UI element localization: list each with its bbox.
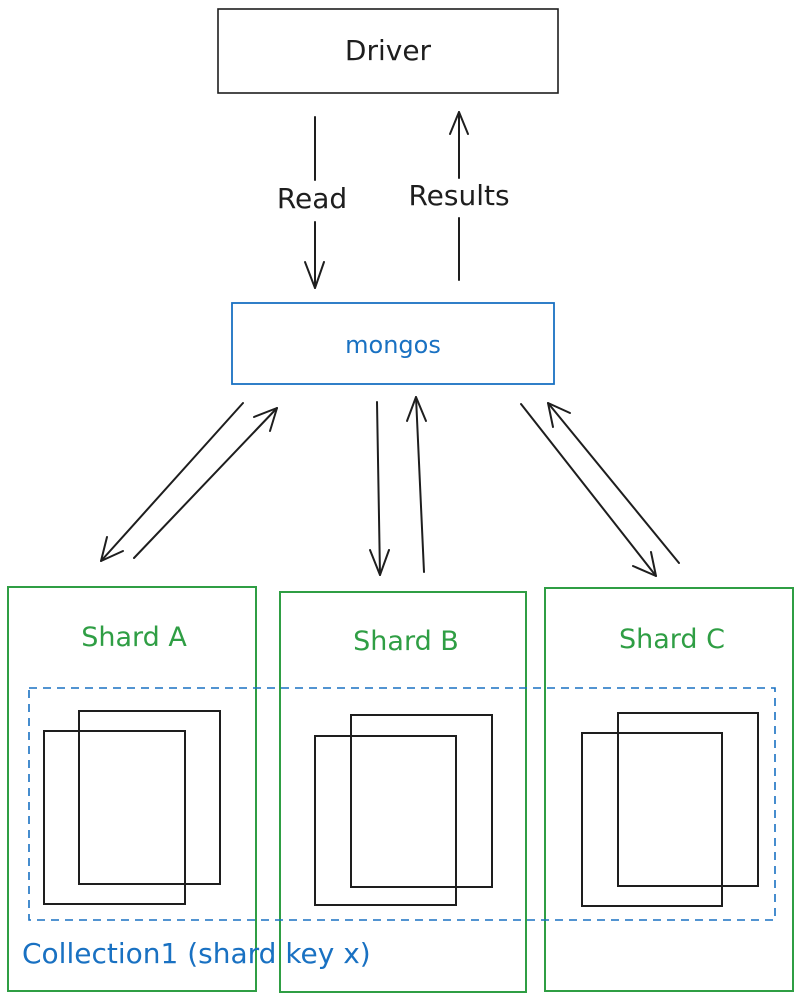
shard-a-request-arrow [100, 402, 244, 562]
shard-a-response-arrow [133, 407, 278, 559]
shard-b-label: Shard B [353, 626, 459, 657]
collection-boundary [28, 687, 776, 921]
shard-c-label: Shard C [619, 624, 725, 655]
mongos-box [231, 302, 555, 385]
shard-c: Shard C [544, 587, 794, 992]
read-arrow [304, 116, 325, 289]
results-label: Results [408, 179, 509, 212]
driver-label: Driver [345, 34, 432, 67]
shard-a-chunks-icon [43, 710, 221, 905]
shard-c-response-arrow [547, 402, 680, 564]
shard-b-request-arrow [369, 401, 390, 576]
shard-c-box [544, 587, 794, 992]
shard-b: Shard B [279, 591, 527, 993]
shard-c-chunks-icon [581, 712, 759, 907]
shard-b-box [279, 591, 527, 993]
shard-a-label: Shard A [81, 622, 187, 653]
shard-b-chunks-icon [314, 714, 493, 906]
shard-c-request-arrow [520, 403, 657, 577]
results-arrow [449, 111, 469, 281]
mongos-node: mongos [231, 302, 555, 385]
shard-a-box [7, 586, 257, 992]
driver-box [217, 8, 559, 94]
shard-a: Shard A [7, 586, 257, 992]
shard-b-response-arrow [406, 396, 427, 573]
collection-label: Collection1 (shard key x) [22, 937, 371, 970]
read-label: Read [277, 182, 347, 215]
driver-node: Driver [217, 8, 559, 94]
mongos-label: mongos [345, 331, 441, 359]
